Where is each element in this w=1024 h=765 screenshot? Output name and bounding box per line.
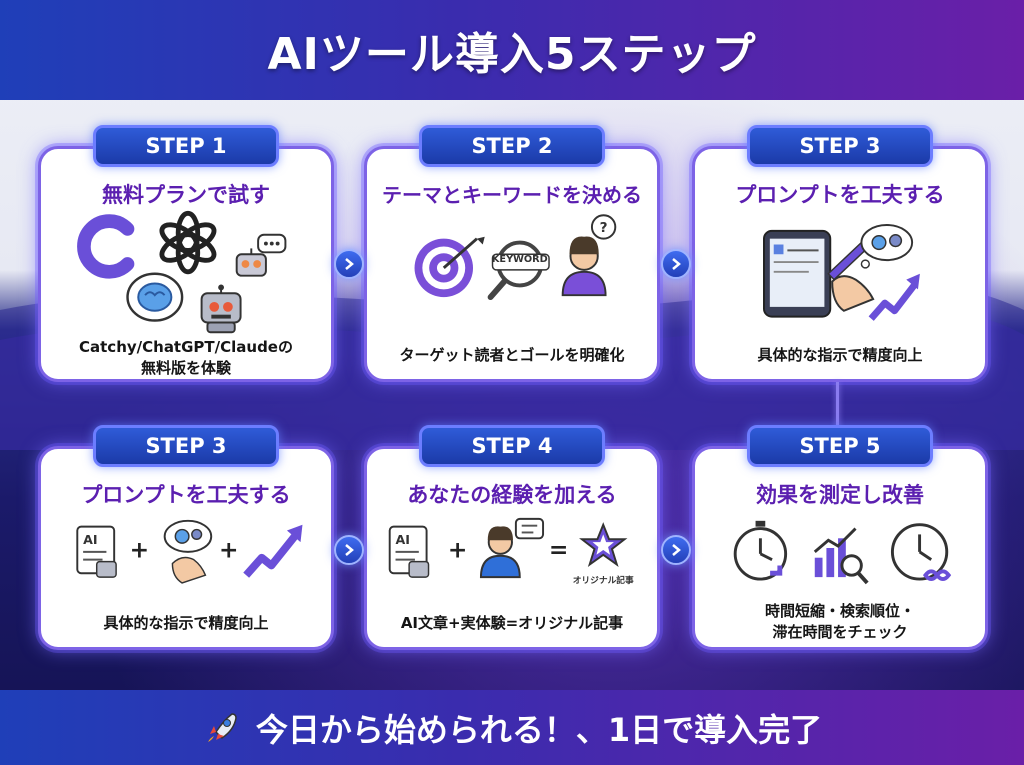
- step-label: STEP 3: [93, 425, 279, 467]
- step-title: テーマとキーワードを決める: [382, 183, 642, 207]
- row-connector: [836, 382, 839, 440]
- bar-chart-magnifier-icon: [813, 527, 869, 585]
- footer-text: 今日から始められる！、1日で導入完了: [255, 710, 823, 749]
- robot-chat-icon: [235, 233, 287, 277]
- chatgpt-logo-icon: [159, 210, 217, 275]
- chevron-right-icon: [345, 544, 354, 556]
- brain-bubble-icon: [126, 272, 184, 322]
- next-arrow-3-4: [334, 535, 364, 565]
- stopwatch-icon: [733, 520, 788, 581]
- next-arrow-4-5: [661, 535, 691, 565]
- step-label: STEP 5: [747, 425, 933, 467]
- gears-thought-icon: [860, 224, 914, 269]
- hand-pen-icon: [827, 239, 875, 312]
- ai-document-icon: AI: [76, 525, 117, 578]
- ai-document-icon: AI: [388, 525, 430, 578]
- header-banner: AIツール導入5ステップ: [0, 0, 1024, 100]
- rocket-icon: [207, 712, 237, 742]
- step-caption-line1: 具体的な指示で精度向上: [103, 614, 269, 632]
- prompt-tablet-icons: [763, 224, 920, 321]
- keyword-label: KEYWORD: [492, 254, 548, 265]
- person-question-icon: ?: [561, 214, 617, 297]
- svg-text:+: +: [448, 537, 468, 564]
- svg-text:AI: AI: [83, 532, 97, 547]
- step-label: STEP 2: [419, 125, 605, 167]
- step-caption-line2: 滞在時間をチェック: [772, 623, 908, 641]
- tablet-icon: [763, 229, 832, 318]
- next-arrow-1-2: [334, 249, 364, 279]
- measure-improve-icons: [733, 520, 952, 585]
- trend-up-arrow-icon: [868, 273, 920, 321]
- step-card-4: STEP 4 あなたの経験を加える AI + = オリジナル記事 AI文章+実体…: [364, 425, 660, 650]
- chevron-right-icon: [672, 544, 681, 556]
- step-title: プロンプトを工夫する: [735, 183, 945, 207]
- svg-text:+: +: [130, 537, 150, 564]
- keyword-magnifier-icon: [487, 240, 550, 301]
- step-label: STEP 4: [419, 425, 605, 467]
- prompt-combination-icons: AI + +: [76, 519, 303, 584]
- clock-infinity-icon: [890, 523, 952, 581]
- step-card-5: STEP 5 効果を測定し改善 時間短縮・検索順位・ 滞在時間をチェック: [692, 425, 988, 650]
- footer-banner: 今日から始められる！、1日で導入完了: [0, 690, 1024, 765]
- step-card-3: STEP 3 プロンプトを工夫する 具体的な指示で精度向上: [692, 125, 988, 382]
- step-title: 効果を測定し改善: [756, 483, 924, 507]
- trend-up-arrow-icon: [243, 524, 303, 578]
- step-caption-line2: 無料版を体験: [140, 359, 231, 377]
- star-label: オリジナル記事: [573, 574, 634, 586]
- experience-formula-icons: AI + = オリジナル記事: [388, 517, 634, 586]
- star-icon: [579, 522, 628, 567]
- svg-text:=: =: [549, 537, 569, 564]
- step-card-2: STEP 2 テーマとキーワードを決める KEYWORD ? ターゲット読者とゴ…: [364, 125, 660, 382]
- next-arrow-2-3: [661, 249, 691, 279]
- step-caption-line1: 具体的な指示で精度向上: [757, 346, 923, 364]
- step-label: STEP 1: [93, 125, 279, 167]
- robot-icon: [200, 284, 242, 334]
- step-caption-line1: AI文章+実体験=オリジナル記事: [400, 614, 624, 632]
- step-caption-line1: Catchy/ChatGPT/Claudeの: [79, 338, 293, 356]
- gears-hand-icon: [163, 519, 213, 584]
- svg-text:+: +: [219, 537, 239, 564]
- step-caption-line1: ターゲット読者とゴールを明確化: [399, 346, 625, 364]
- page-title: AIツール導入5ステップ: [267, 29, 757, 80]
- target-icon: [414, 236, 485, 298]
- step-title: プロンプトを工夫する: [81, 483, 291, 507]
- step-card-1: STEP 1 無料プランで試す: [38, 125, 334, 382]
- chevron-right-icon: [345, 258, 354, 270]
- svg-text:AI: AI: [396, 532, 410, 547]
- step-caption-line1: 時間短縮・検索順位・: [764, 602, 915, 620]
- theme-keyword-icons: KEYWORD ?: [414, 214, 617, 301]
- step-title: 無料プランで試す: [102, 183, 270, 207]
- catchy-logo-icon: [77, 214, 135, 279]
- svg-text:?: ?: [600, 220, 608, 236]
- person-speech-icon: [479, 517, 545, 579]
- step-title: あなたの経験を加える: [407, 483, 617, 507]
- chevron-right-icon: [672, 258, 681, 270]
- ai-tools-icons: [77, 210, 287, 334]
- step-label: STEP 3: [747, 125, 933, 167]
- step-card-3b: STEP 3 プロンプトを工夫する AI + + 具体的な指示で精度向上: [38, 425, 334, 650]
